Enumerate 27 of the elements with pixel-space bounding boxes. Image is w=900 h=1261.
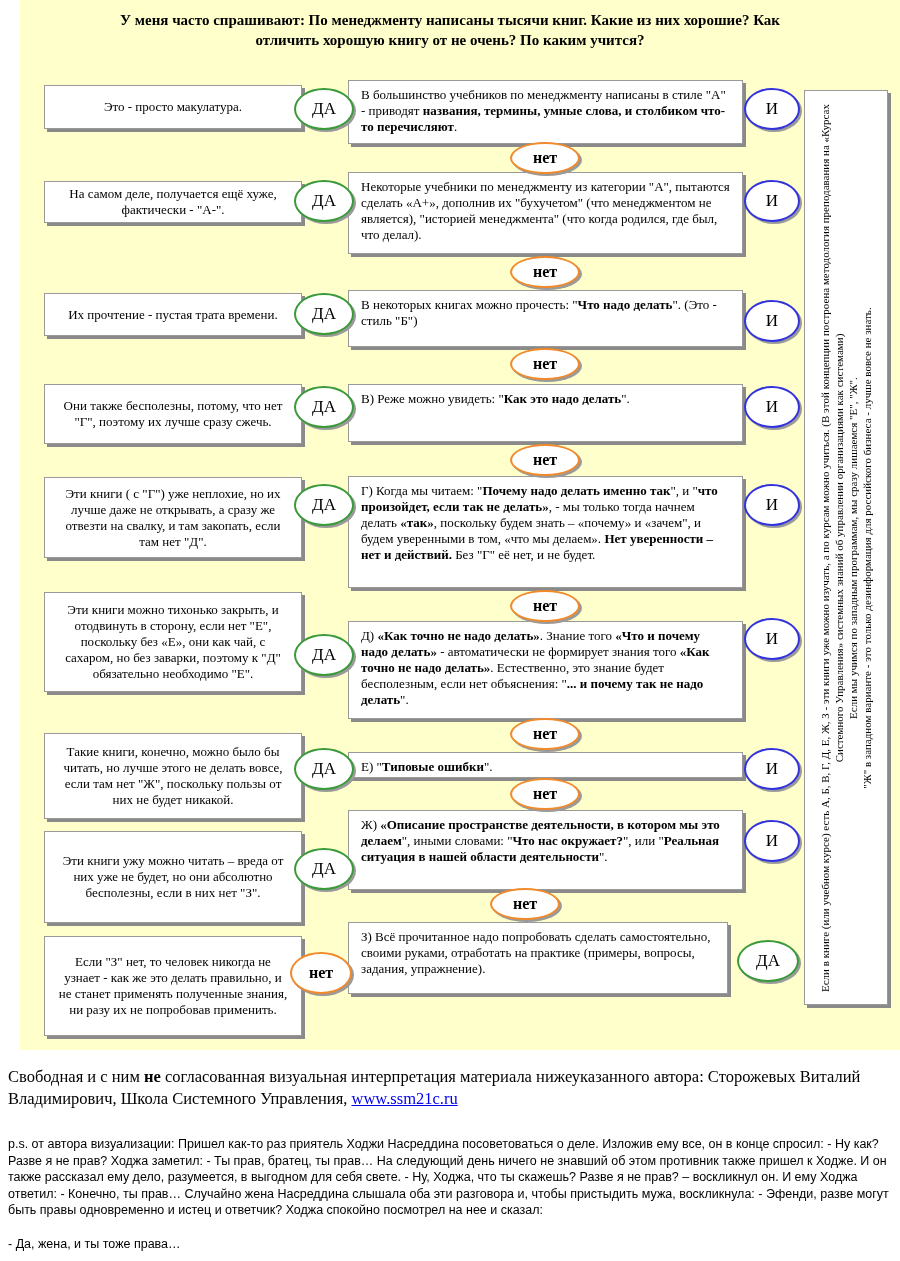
criterion-box: В) Реже можно увидеть: "Как это надо делать". [348, 384, 743, 442]
criterion-box: Ж) «Описание пространстве деятельности, в котором мы это делаем", иными словами: "Что нас окружает?", или "Реальная ситуация в нашей области деятельности". [348, 810, 743, 890]
attribution-text: Свободная и с ним не согласованная визуальная интерпретация материала нижеуказанного автора: Сторожевых Виталий Владимирович, Школа Системного Управления, www.ssm21c.ru [8, 1066, 862, 1110]
criterion-box: Е) "Типовые ошибки". [348, 752, 743, 778]
conclusion-text: Если мы учимся по западным программам, мы сразу лишаемся "Е", "Ж". [846, 376, 860, 719]
criterion-box: З) Всё прочитанное надо попробовать сделать самостоятельно, своими руками, отработать на практике (примеры, вопросы, задания, упражнение). [348, 922, 728, 994]
conclusion-panel [804, 90, 888, 1005]
conclusion-text: "Ж" в западном варианте - это только дезинформация для российского бизнеса - лучше вовсе не знать. [860, 306, 874, 789]
conclusion-text: Если в книге (или учебном курсе) есть А, Б, В, Г, Д, Е, Ж, З - эти книги уже можно изучать, а по курсам можно учиться. (В этой концепции построена методология преподавания на «Курсах Системного Управления» системных знаний об управлении организациями как системами) [818, 102, 846, 994]
verdict-box: Их прочтение - пустая трата времени. [44, 293, 302, 336]
verdict-box: Эти книги можно тихонько закрыть, и отодвинуть в сторону, если нет "Е", поскольку без «Е», они как чай, с сахаром, но без заварки, поэтому к "Д" обязательно необходимо "Е". [44, 592, 302, 692]
website-link: www.ssm21c.ru [351, 1089, 458, 1108]
criterion-box: В большинство учебников по менеджменту написаны в стиле "А" - приводят названия, термины, умные слова, и столбиком что-то перечисляют. [348, 80, 743, 144]
diagram-title: У меня часто спрашивают: По менеджменту написаны тысячи книг. Какие из них хорошие? Как отличить хорошую книгу от не очень? По каким учится? [119, 11, 781, 50]
verdict-box: Они также бесполезны, потому, что нет "Г", поэтому их лучше сразу сжечь. [44, 384, 302, 444]
postscript-text: p.s. от автора визуализации: Пришел как-то раз приятель Ходжи Насреддина посоветоваться о деле. Изложив ему все, он в конце спросил: - Ну как? Разве я не прав? Ходжа заметил: - Ты прав, братец, ты прав… На следующий день ничего не знавший об этом противник также пришел к Ходже. И он также рассказал ему дело, разумеется, в выгодном для себя свете. - Ну, Ходжа, что ты скажешь? Разве я не прав? – воскликнул он. И ему Ходжа ответил: - Конечно, ты прав… Случайно жена Насреддина слышала оба эти разговора и, чтобы пристыдить мужа, воскликнула: - Эфенди, разве могут быть правы одновременно и истец и ответчик? Ходжа спокойно посмотрел на нее и сказал: [8, 1136, 890, 1219]
verdict-box: Эти книги ужу можно читать – вреда от них уже не будет, но они абсолютно бесполезны, если в них нет "З". [44, 831, 302, 923]
verdict-box: Если "З" нет, то человек никогда не узнает - как же это делать правильно, и не станет применять полученные знания, ни разу их не попробовав применить. [44, 936, 302, 1036]
criterion-box: Д) «Как точно не надо делать». Знание того «Что и почему надо делать» - автоматически не формирует знания того «Как точно не надо делать». Естественно, это знание будет бесполезным, если нет объяснения: "... и почему так не надо делать". [348, 621, 743, 719]
postscript-text: - Да, жена, и ты тоже права… [8, 1236, 182, 1253]
verdict-box: Это - просто макулатура. [44, 85, 302, 129]
verdict-box: На самом деле, получается ещё хуже, фактически - "А-". [44, 181, 302, 223]
verdict-box: Эти книги ( с "Г") уже неплохие, но их лучше даже не открывать, а сразу же отвезти на свалку, и там закопать, если там нет "Д". [44, 477, 302, 558]
criterion-box: В некоторых книгах можно прочесть: "Что надо делать". (Это - стиль "Б") [348, 290, 743, 347]
verdict-box: Такие книги, конечно, можно было бы читать, но лучше этого не делать вовсе, если там нет "Ж", поскольку пользы от них не будет никакой. [44, 733, 302, 819]
criterion-box: Некоторые учебники по менеджменту из категории "А", пытаются сделать «А+», дополнив их "бухучетом" (что менеджментом не является), "историей менеджмента" (что когда родился, где был, что делал). [348, 172, 743, 254]
criterion-box: Г) Когда мы читаем: "Почему надо делать именно так", и "что произойдет, если так не делать», - мы только тогда начнем делать «так», поскольку будем знать – «почему» и «зачем", и будем уверенными в том, «что мы делаем». Нет уверенности – нет и действий. Без "Г" её нет, и не будет. [348, 476, 743, 588]
